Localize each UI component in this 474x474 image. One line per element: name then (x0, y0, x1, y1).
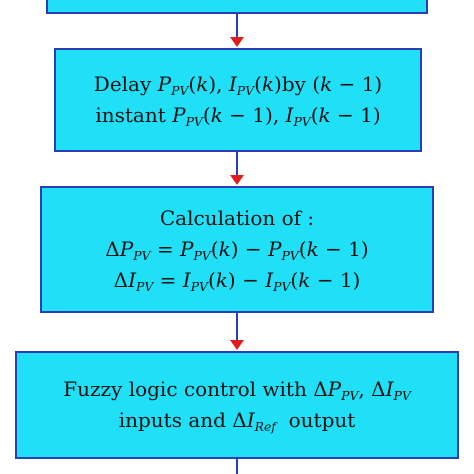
var-i-pv: IPV (228, 72, 255, 98)
word-instant: instant (95, 103, 173, 127)
fuzzy-line-1: Fuzzy logic control with ΔPPV, ΔIPV (63, 377, 411, 403)
word-delay: Delay (93, 72, 158, 96)
delay-line-1: Delay PPV(k), IPV(k)by (k − 1) (93, 72, 383, 98)
delta-p-equation: ΔPPV = PPV(k) − PPV(k − 1) (105, 237, 369, 263)
arrow-head (230, 340, 244, 350)
calculation-heading: Calculation of : (159, 206, 315, 230)
fuzzy-line-2: inputs and ΔIRef output (118, 408, 356, 434)
var-p-pv: PPV (157, 72, 189, 98)
delay-line-2: instant PPV(k − 1), IPV(k − 1) (95, 103, 381, 129)
calculation-box: Calculation of : ΔPPV = PPV(k) − PPV(k −… (40, 186, 434, 313)
arrow-head (230, 175, 244, 185)
delta-i-equation: ΔIPV = IPV(k) − IPV(k − 1) (113, 268, 361, 294)
fuzzy-control-box: Fuzzy logic control with ΔPPV, ΔIPV inpu… (15, 351, 459, 459)
delay-box: Delay PPV(k), IPV(k)by (k − 1) instant P… (54, 48, 422, 152)
top-box-partial (46, 0, 428, 14)
arrow-head (230, 37, 244, 47)
